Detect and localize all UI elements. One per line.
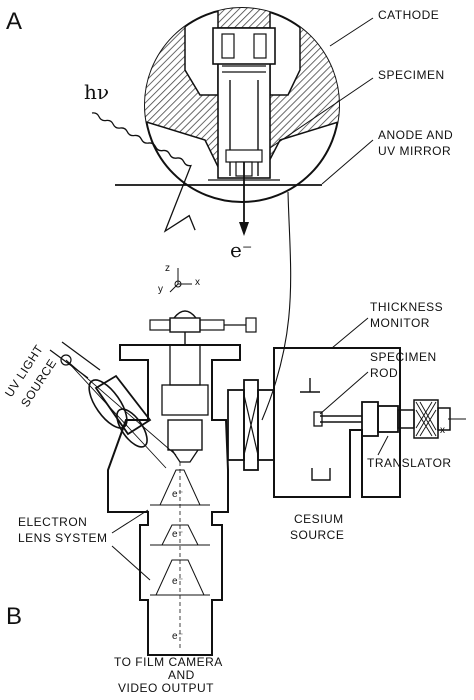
label-electron-lens-1: ELECTRON <box>18 515 88 529</box>
beam-electron-1: e⁻ <box>172 489 184 500</box>
axis-z-label: z <box>165 263 171 274</box>
label-cesium-2: SOURCE <box>290 528 345 542</box>
apparatus <box>49 268 466 656</box>
label-anode-2: UV MIRROR <box>378 144 452 158</box>
rotation-axis-label: x <box>440 425 446 436</box>
label-translator: TRANSLATOR <box>367 456 452 470</box>
photon-label: hν <box>84 80 110 104</box>
panel-label-a: A <box>6 8 23 35</box>
label-specimen-rod-2: ROD <box>370 366 399 380</box>
axis-x-label: x <box>195 277 201 288</box>
label-specimen: SPECIMEN <box>378 68 445 82</box>
label-cesium-1: CESIUM <box>294 512 344 526</box>
label-anode-1: ANODE AND <box>378 128 454 142</box>
beam-electron-4: e⁻ <box>172 631 184 642</box>
magnified-view <box>91 7 374 421</box>
axis-y-label: y <box>158 284 164 295</box>
label-output-2: AND <box>168 668 195 682</box>
label-thickness-1: THICKNESS <box>370 300 444 314</box>
translator-knurl <box>415 401 437 437</box>
label-specimen-rod-1: SPECIMEN <box>370 350 437 364</box>
photon-path <box>91 112 196 233</box>
label-cathode: CATHODE <box>378 8 440 22</box>
electron-label: e⁻ <box>230 238 253 262</box>
label-output-3: VIDEO OUTPUT <box>118 681 215 695</box>
label-output-1: TO FILM CAMERA <box>114 655 223 669</box>
label-thickness-2: MONITOR <box>370 316 430 330</box>
label-electron-lens-2: LENS SYSTEM <box>18 531 108 545</box>
beam-electron-2: e⁻ <box>172 529 184 540</box>
panel-label-b: B <box>6 603 23 630</box>
beam-electron-3: e⁻ <box>172 576 184 587</box>
